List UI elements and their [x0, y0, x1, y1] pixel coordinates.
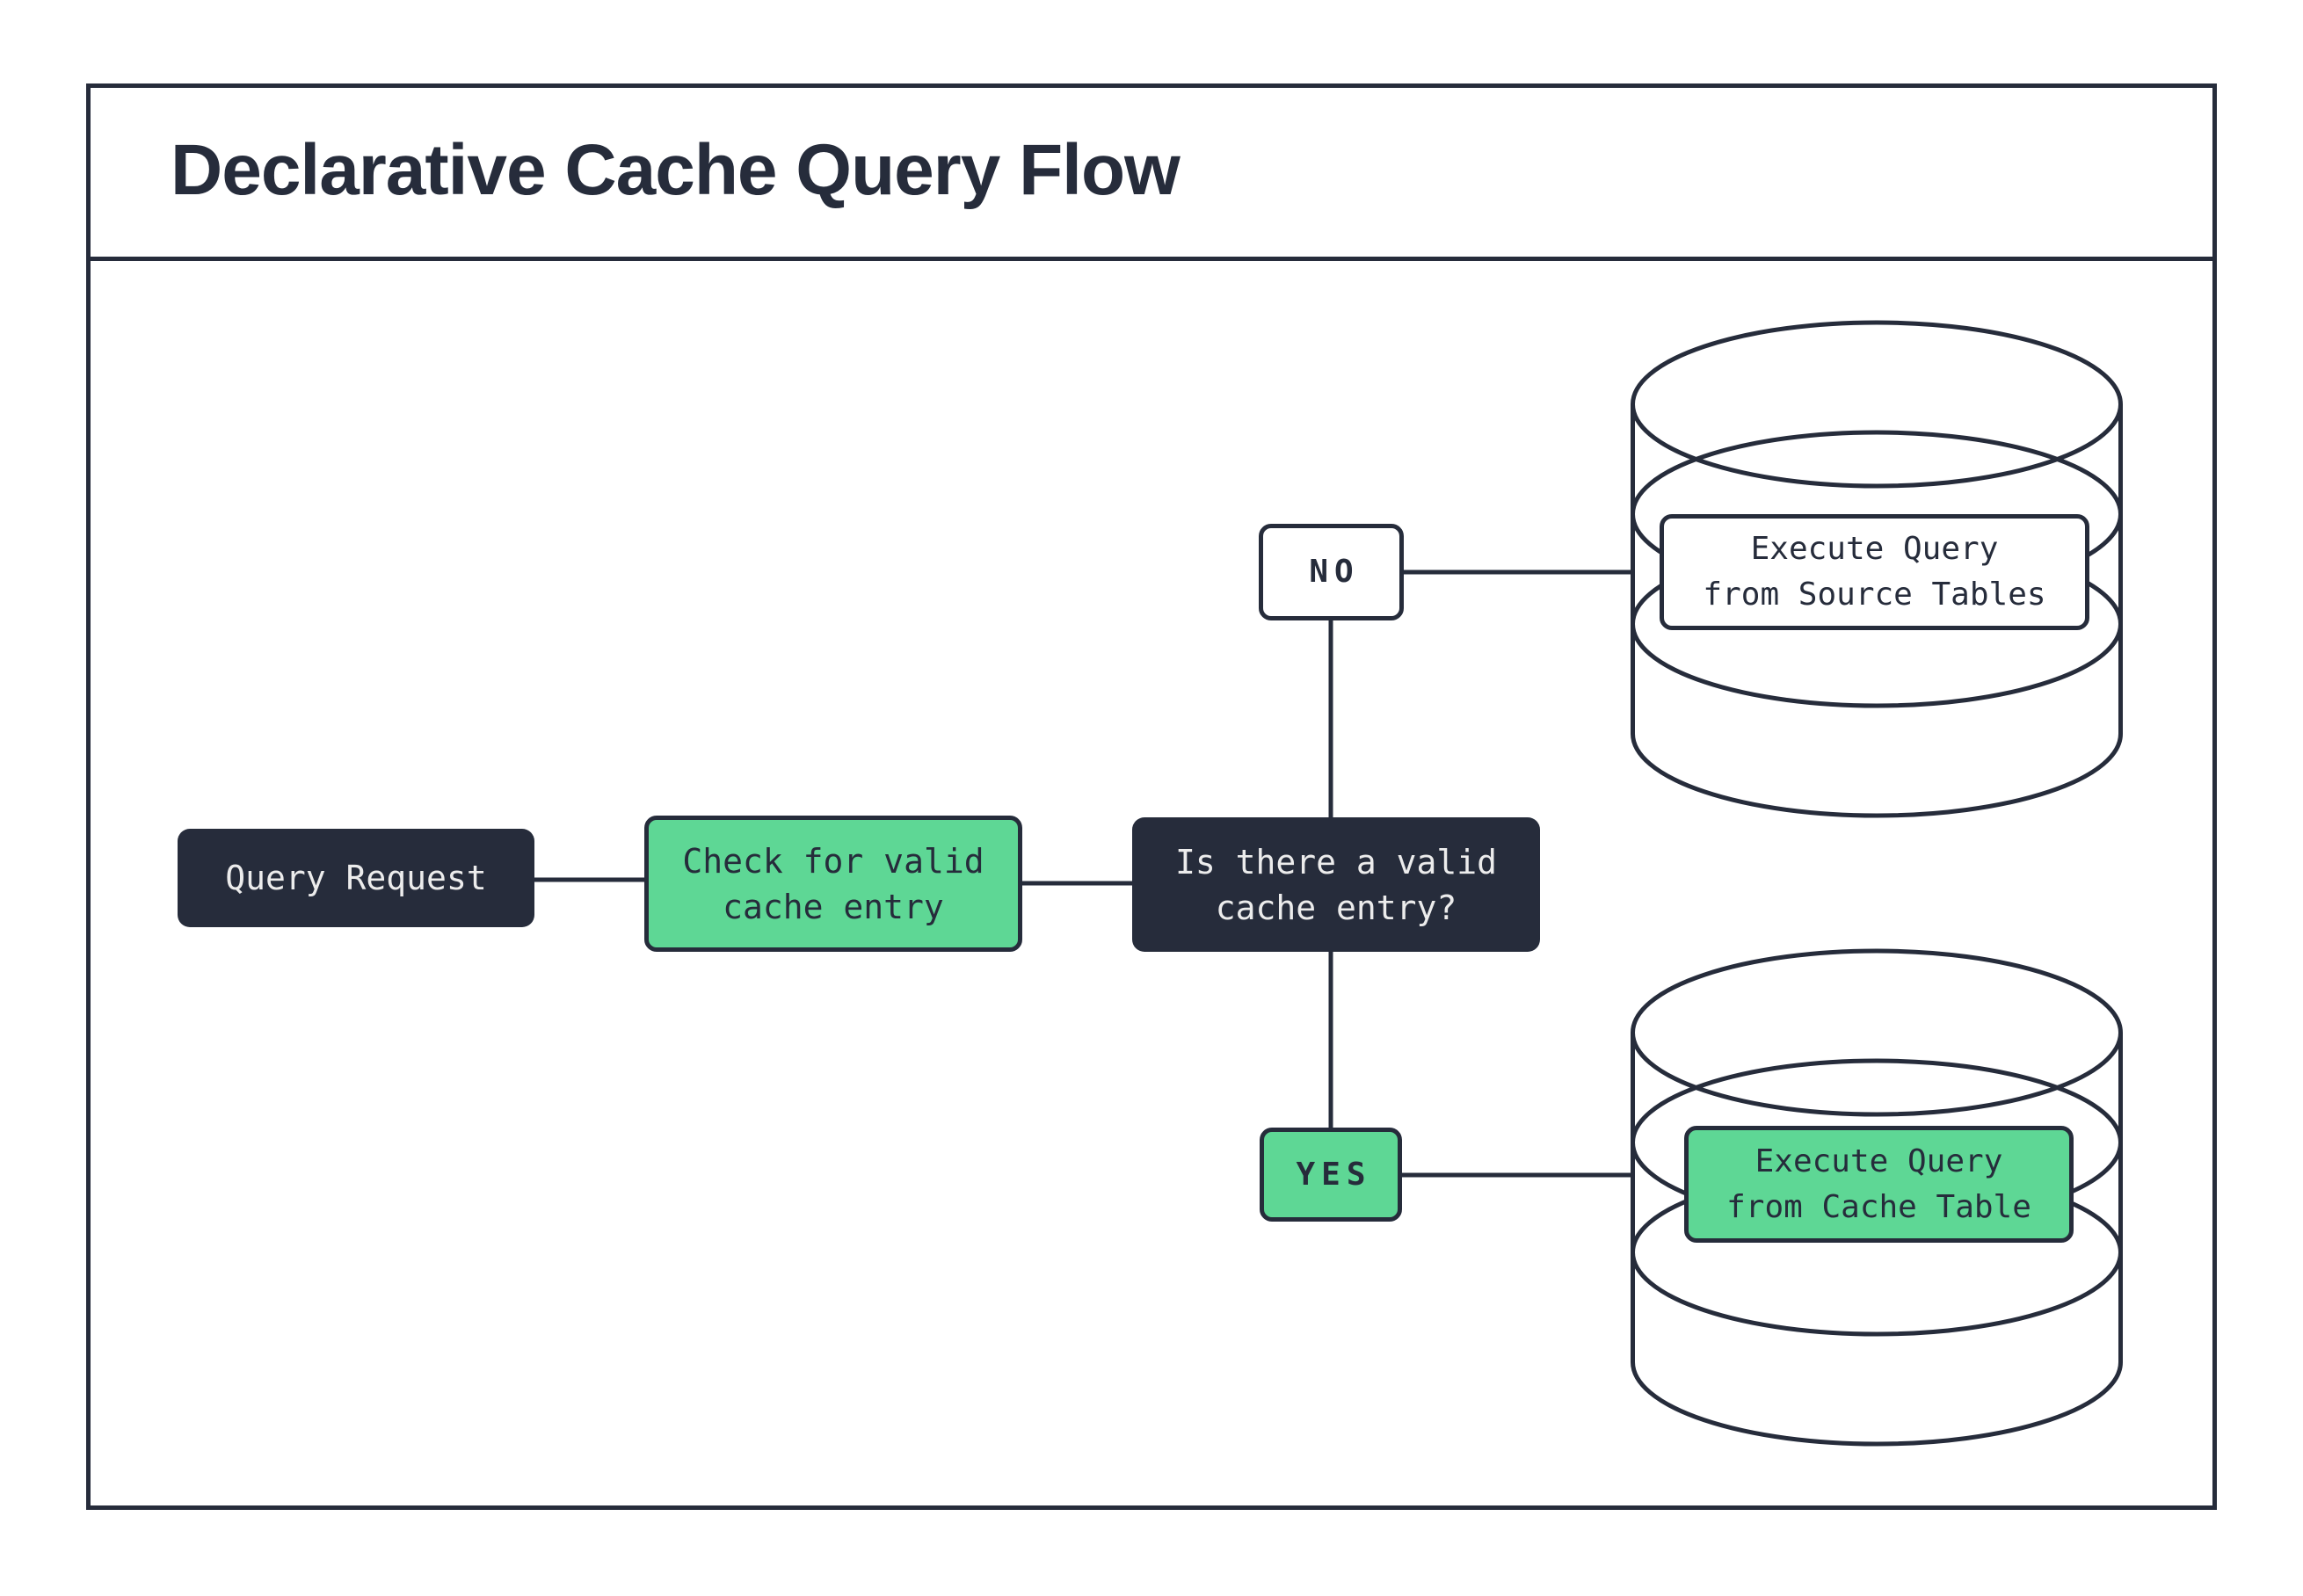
node-check-cache-label: Check for valid cache entry	[682, 841, 984, 926]
node-decision-label: Is there a valid cache entry?	[1174, 842, 1498, 927]
node-check-cache: Check for valid cache entry	[644, 816, 1022, 952]
node-yes-label: YES	[1296, 1156, 1372, 1193]
node-query-request-label: Query Request	[225, 859, 487, 897]
node-no-label: NO	[1309, 554, 1360, 590]
node-execute-cache-label: Execute Query from Cache Table	[1726, 1143, 2031, 1225]
title-bar: Declarative Cache Query Flow	[86, 83, 2217, 261]
node-decision-valid-cache: Is there a valid cache entry?	[1132, 817, 1540, 952]
node-execute-cache-table: Execute Query from Cache Table	[1684, 1126, 2074, 1243]
node-yes-branch: YES	[1260, 1128, 1402, 1222]
node-execute-source-tables: Execute Query from Source Tables	[1660, 514, 2089, 630]
page-title: Declarative Cache Query Flow	[171, 129, 1181, 210]
node-no-branch: NO	[1259, 524, 1404, 620]
node-query-request: Query Request	[178, 829, 534, 927]
diagram-border	[86, 83, 2217, 1510]
node-execute-source-label: Execute Query from Source Tables	[1703, 531, 2046, 613]
